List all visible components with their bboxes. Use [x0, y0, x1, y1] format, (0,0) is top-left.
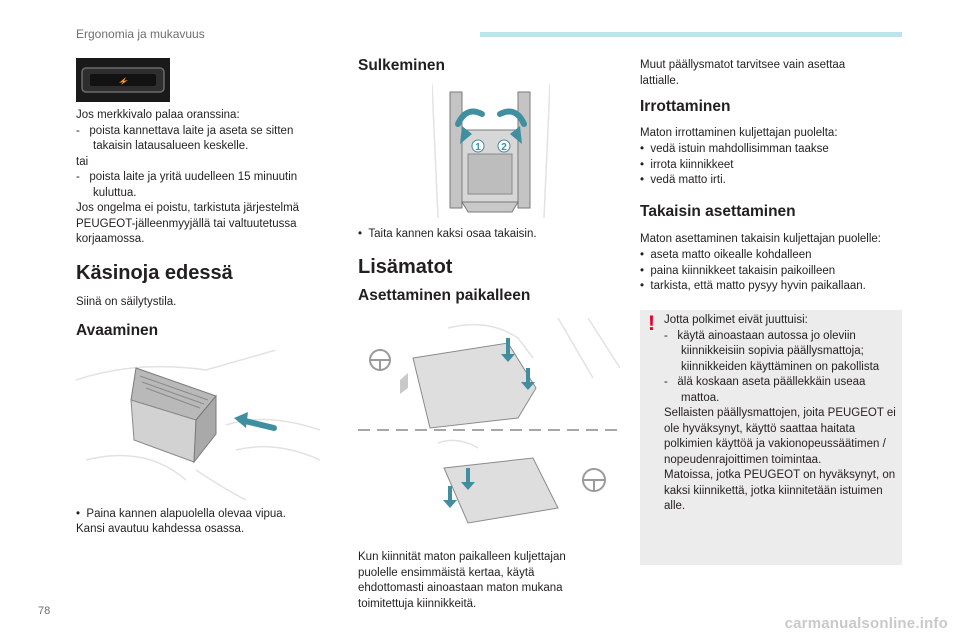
note-line: - käytä ainoastaan autossa jo oleviin ki…	[664, 329, 880, 373]
heading-refitting: Takaisin asettaminen	[640, 203, 796, 220]
refitting-intro: Maton asettaminen takaisin kuljettajan p…	[640, 233, 882, 245]
warning-icon: !	[648, 312, 655, 335]
text-line: Jos merkkivalo palaa oranssina:	[76, 109, 240, 121]
heading-extra-mats: Lisämatot	[358, 256, 453, 278]
note-line: Jotta polkimet eivät juuttuisi:	[664, 314, 808, 326]
warning-note-box	[640, 310, 902, 565]
armrest-closing-illustration: 1 2	[432, 84, 550, 218]
floor-mat-illustration	[358, 318, 620, 548]
heading-front-armrest: Käsinoja edessä	[76, 262, 233, 284]
charging-troubleshoot-text: Jos merkkivalo palaa oranssina: - poista…	[76, 108, 322, 248]
removing-intro: Maton irrottaminen kuljettajan puolelta:	[640, 127, 838, 139]
list-item: • tarkista, että matto pysyy hyvin paika…	[640, 280, 866, 292]
text-line: tai	[76, 155, 89, 168]
heading-closing: Sulkeminen	[358, 57, 445, 74]
note-line: Matoissa, jotka PEUGEOT on hyväksynyt, o…	[664, 469, 896, 512]
opening-result: Kansi avautuu kahdessa osassa.	[76, 523, 245, 535]
list-item: • vedä matto irti.	[640, 174, 726, 186]
header-accent-bar	[480, 32, 902, 37]
other-mats-text: Muut päällysmatot tarvitsee vain asettaa…	[640, 59, 846, 87]
warning-note-text: Jotta polkimet eivät juuttuisi: - käytä …	[664, 313, 896, 515]
list-item: • vedä istuin mahdollisimman taakse	[640, 143, 829, 155]
charging-indicator-image	[76, 58, 170, 102]
page-number: 78	[38, 605, 51, 617]
step-number-2: 2	[501, 142, 507, 153]
closing-step: • Taita kannen kaksi osaa takaisin.	[358, 228, 537, 240]
armrest-intro: Siinä on säilytystila.	[76, 296, 177, 308]
heading-removing: Irrottaminen	[640, 98, 731, 115]
watermark: carmanualsonline.info	[784, 615, 948, 632]
list-item: • paina kiinnikkeet takaisin paikoilleen	[640, 264, 836, 277]
heading-fitting: Asettaminen paikalleen	[358, 287, 531, 304]
list-item: • aseta matto oikealle kohdalleen	[640, 249, 812, 261]
text-line: - poista kannettava laite ja aseta se si…	[76, 124, 294, 153]
opening-step: • Paina kannen alapuolella olevaa vipua.	[76, 508, 286, 520]
armrest-open-illustration	[76, 350, 320, 500]
list-item: • irrota kiinnikkeet	[640, 158, 734, 171]
note-line: - älä koskaan aseta päällekkäin useaa ma…	[664, 376, 866, 404]
fitting-instructions: Kun kiinnität maton paikalleen kuljettaj…	[358, 551, 566, 610]
text-line: Jos ongelma ei poistu, tarkistuta järjes…	[76, 202, 300, 245]
section-title: Ergonomia ja mukavuus	[76, 27, 205, 41]
removing-steps: • vedä istuin mahdollisimman taakse • ir…	[640, 142, 902, 189]
step-number-1: 1	[475, 142, 481, 153]
note-line: Sellaisten päällysmattojen, joita PEUGEO…	[664, 407, 896, 466]
refitting-steps: • aseta matto oikealle kohdalleen • pain…	[640, 248, 902, 295]
text-line: - poista laite ja yritä uudelleen 15 min…	[76, 171, 298, 199]
heading-opening: Avaaminen	[76, 322, 159, 339]
